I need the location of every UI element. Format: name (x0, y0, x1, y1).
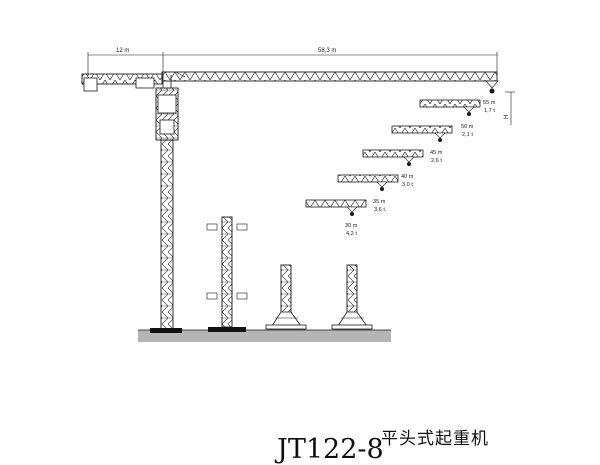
tower-crane-diagram: 12 m 58,3 m H 55 m 1,7 t (81, 48, 515, 342)
dimension-lines (87, 52, 515, 125)
jib-35m-radius: 35 m (373, 199, 386, 205)
jib-35m-load: 3,6 t (374, 207, 385, 213)
main-crane (81, 71, 499, 333)
tip-load-value: 1,7 t (484, 108, 495, 114)
jib-40m-load: 3,0 t (402, 182, 413, 188)
jib-config-40m: 40 m 3,0 t (362, 149, 424, 188)
jib-config-45m: 45 m 2,6 t (391, 125, 453, 164)
jib-30m-load: 4,2 t (346, 231, 357, 237)
jib-config-35m: 35 m 3,6 t (337, 174, 399, 213)
ground (138, 330, 391, 342)
jib-50m-load: 2,1 t (462, 132, 473, 138)
jib-config-30m: 30 m 4,2 t (305, 199, 367, 237)
jib-30m-radius: 30 m (345, 223, 358, 229)
crane-type-title: 平头式起重机 (381, 429, 489, 449)
base-frame-2 (331, 264, 373, 330)
jib-45m-radius: 45 m (430, 150, 443, 156)
spare-mast (206, 216, 248, 332)
jib-40m-radius: 40 m (401, 174, 414, 180)
counter-jib-length: 12 m (116, 48, 129, 54)
jib-45m-load: 2,6 t (431, 158, 442, 164)
tip-load-radius: 55 m (483, 100, 496, 106)
main-jib-length: 58,3 m (318, 48, 336, 54)
jib-50m-radius: 50 m (461, 124, 474, 130)
jib-config-50m: 50 m 2,1 t (419, 99, 481, 138)
base-frame-1 (265, 264, 307, 330)
height-mark: H (504, 115, 510, 119)
